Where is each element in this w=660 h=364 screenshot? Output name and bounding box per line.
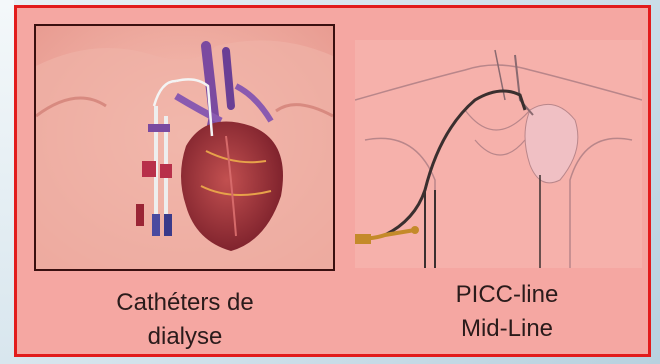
dialysis-catheter-illustration <box>34 24 335 271</box>
caption-right-line-2: Mid-Line <box>432 312 582 346</box>
caption-dialysis-catheters: Cathéters de dialyse <box>75 286 295 354</box>
caption-picc-midline: PICC-line Mid-Line <box>432 278 582 346</box>
caption-left-line-1: Cathéters de <box>75 286 295 320</box>
slide-edge <box>0 0 14 364</box>
image-panel: Cathéters de dialyse PICC-line Mid-Line <box>14 5 651 357</box>
picc-line-illustration <box>355 40 642 268</box>
caption-left-line-2: dialyse <box>75 320 295 354</box>
caption-right-line-1: PICC-line <box>432 278 582 312</box>
